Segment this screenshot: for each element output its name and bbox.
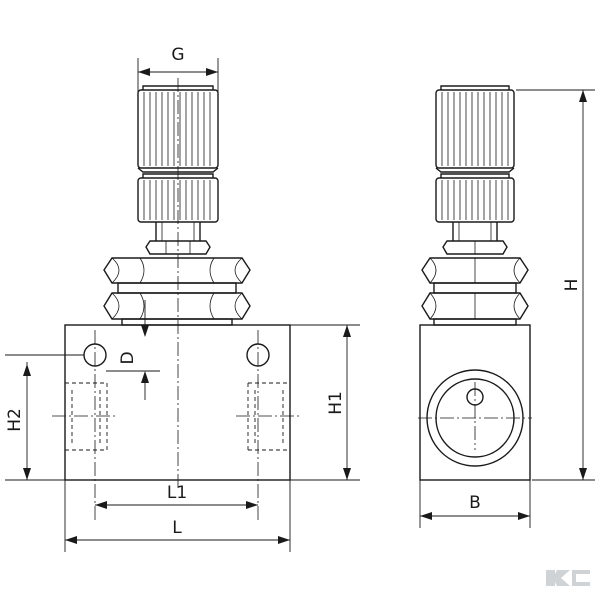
side-body (419, 324, 531, 481)
front-hex-nut-upper (103, 257, 251, 284)
side-hex-nut-upper (421, 257, 529, 284)
side-neck (433, 318, 517, 326)
side-knob-lower (435, 173, 515, 223)
label-L: L (172, 518, 182, 538)
front-body (64, 324, 291, 481)
front-spindle (155, 222, 201, 241)
dimension-labels: G H H1 H2 D L1 L B (5, 45, 582, 538)
side-spindle (452, 222, 498, 241)
front-hex-nut-lower (103, 292, 251, 320)
label-B: B (469, 493, 481, 513)
front-neck (121, 318, 233, 326)
label-H: H (562, 279, 582, 292)
side-hex-nut-lower (421, 292, 529, 320)
side-knob-top (435, 85, 515, 173)
dimension-lines (5, 58, 595, 552)
front-centre-lines (52, 78, 302, 520)
side-small-hex (442, 240, 508, 255)
side-view (418, 85, 532, 481)
label-D: D (118, 351, 138, 364)
label-L1: L1 (167, 483, 187, 503)
front-port-left-hidden (65, 382, 108, 451)
label-G: G (171, 45, 184, 65)
front-view (52, 78, 302, 520)
side-thread-band (433, 282, 517, 294)
front-port-right-hidden (247, 382, 290, 451)
label-H2: H2 (5, 408, 25, 432)
front-small-hex (145, 240, 211, 255)
label-H1: H1 (326, 391, 346, 415)
front-thread-band (117, 282, 237, 294)
brand-logo-icon (546, 570, 590, 586)
side-port (418, 369, 532, 467)
